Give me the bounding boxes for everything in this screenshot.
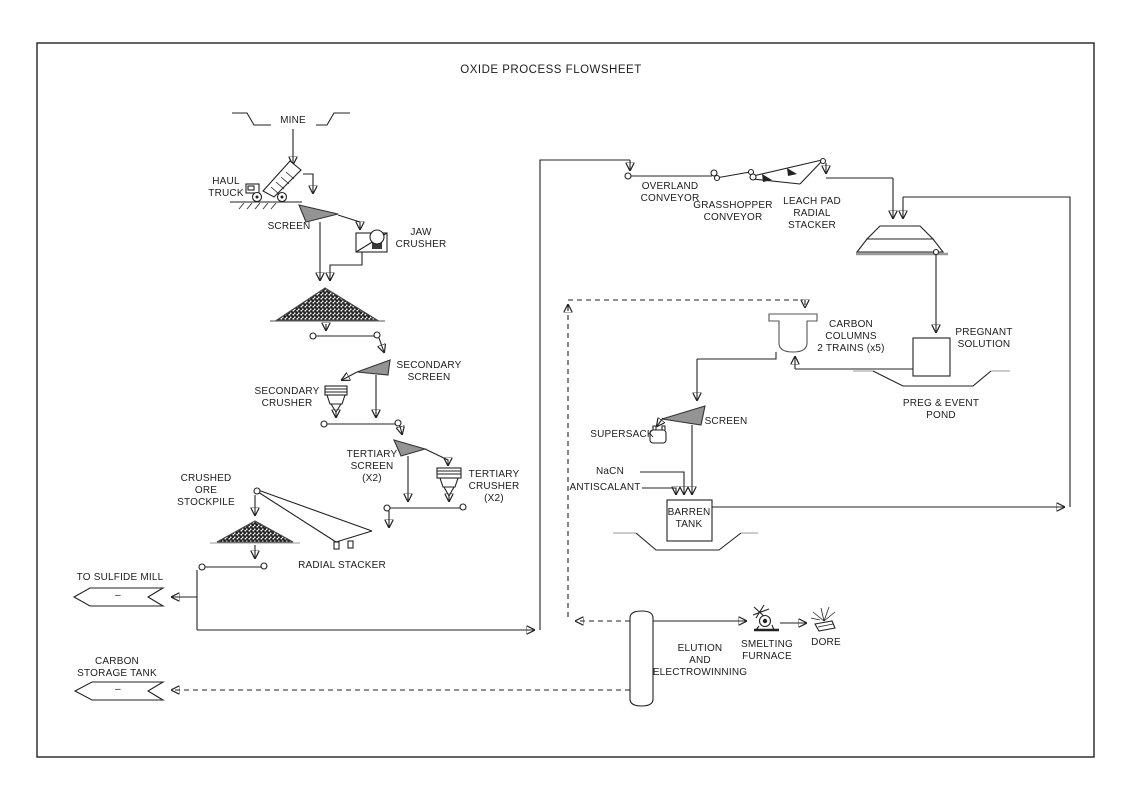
coarse-ore-stockpile-icon <box>270 287 385 330</box>
label-primary-screen: SCREEN <box>267 221 311 232</box>
label-tertiary-crusher: TERTIARY CRUSHER (X2) <box>468 469 520 504</box>
leach-pad-icon <box>855 225 948 332</box>
label-leach-pad-radial-stacker: LEACH PAD RADIAL STACKER <box>783 196 841 231</box>
haul-truck-icon <box>230 160 302 210</box>
label-radial-stacker: RADIAL STACKER <box>298 560 386 571</box>
tertiary-screen-icon <box>393 439 448 501</box>
overland-conveyor-icon <box>624 169 718 180</box>
label-overland-conveyor: OVERLAND CONVEYOR <box>640 181 700 204</box>
leach-pad-radial-stacker-icon <box>749 157 893 219</box>
label-pregnant-solution: PREGNANT SOLUTION <box>955 327 1013 350</box>
secondary-crusher-icon <box>324 385 348 417</box>
label-jaw-crusher: JAW CRUSHER <box>395 227 447 250</box>
drawing-border <box>36 42 1095 758</box>
carbon-screen-icon <box>657 405 706 494</box>
label-dore: DORE <box>811 637 841 648</box>
ore-transfer-line <box>197 159 630 630</box>
grasshopper-conveyor-icon <box>713 168 755 182</box>
label-tertiary-screen: TERTIARY SCREEN (X2) <box>346 449 398 484</box>
supersack-icon <box>649 425 667 444</box>
label-mine: MINE <box>280 115 306 126</box>
label-secondary-screen: SECONDARY SCREEN <box>396 360 462 383</box>
secondary-screen-icon <box>342 359 391 417</box>
label-nacn: NaCN <box>595 466 625 477</box>
conveyor-3-icon <box>383 503 467 527</box>
label-carbon-screen: SCREEN <box>704 416 748 427</box>
nacn-line <box>640 471 684 494</box>
conveyor-1-icon <box>309 331 384 352</box>
label-carbon-columns: CARBON COLUMNS 2 TRAINS (x5) <box>817 319 885 354</box>
sulfide-mill-connector-text: – <box>115 590 121 601</box>
label-elution-electrowinning: ELUTION AND ELECTROWINNING <box>652 643 748 678</box>
barren-pond-icon <box>613 532 758 551</box>
label-supersack: SUPERSACK <box>590 429 654 440</box>
barren-tank-icon <box>666 499 713 542</box>
label-antiscalant: ANTISCALANT <box>569 482 641 493</box>
jaw-crusher-icon <box>320 222 388 280</box>
page-title: OXIDE PROCESS FLOWSHEET <box>460 64 642 76</box>
label-smelting-furnace: SMELTING FURNACE <box>741 639 793 662</box>
label-haul-truck: HAUL TRUCK <box>208 176 244 199</box>
label-barren-tank: BARREN TANK <box>667 507 711 530</box>
label-carbon-storage-tank: CARBON STORAGE TANK <box>77 656 157 679</box>
pregnant-solution-tank-icon <box>912 337 951 377</box>
smelting-furnace-icon <box>752 604 779 632</box>
crushed-ore-stockpile-icon <box>210 520 300 558</box>
dore-icon <box>810 606 836 632</box>
primary-screen-icon <box>298 173 360 229</box>
antiscalant-line <box>642 488 676 494</box>
pregnant-feed-line <box>795 357 913 370</box>
carbon-transfer-lines <box>172 300 805 690</box>
barren-return-line <box>712 196 1071 507</box>
label-to-sulfide-mill: TO SULFIDE MILL <box>76 572 164 583</box>
radial-stacker-icon <box>254 487 373 550</box>
conveyor-2-icon <box>320 419 402 434</box>
label-preg-event-pond: PREG & EVENT POND <box>902 398 980 421</box>
mine-pit-icon <box>232 112 350 164</box>
tertiary-crusher-icon <box>436 467 462 501</box>
elution-column-icon <box>629 610 654 707</box>
label-secondary-crusher: SECONDARY CRUSHER <box>254 386 320 409</box>
preg-event-pond-icon <box>853 370 1010 387</box>
loaded-carbon-line <box>697 352 777 400</box>
conveyor-4-icon <box>196 562 268 630</box>
carbon-storage-connector-text: – <box>115 684 121 695</box>
carbon-columns-icon <box>768 313 818 353</box>
carbon-storage-connector-icon <box>73 681 165 701</box>
label-grasshopper-conveyor: GRASSHOPPER CONVEYOR <box>693 200 773 223</box>
label-crushed-ore-stockpile: CRUSHED ORE STOCKPILE <box>177 473 235 508</box>
sulfide-mill-connector-icon <box>72 587 197 607</box>
